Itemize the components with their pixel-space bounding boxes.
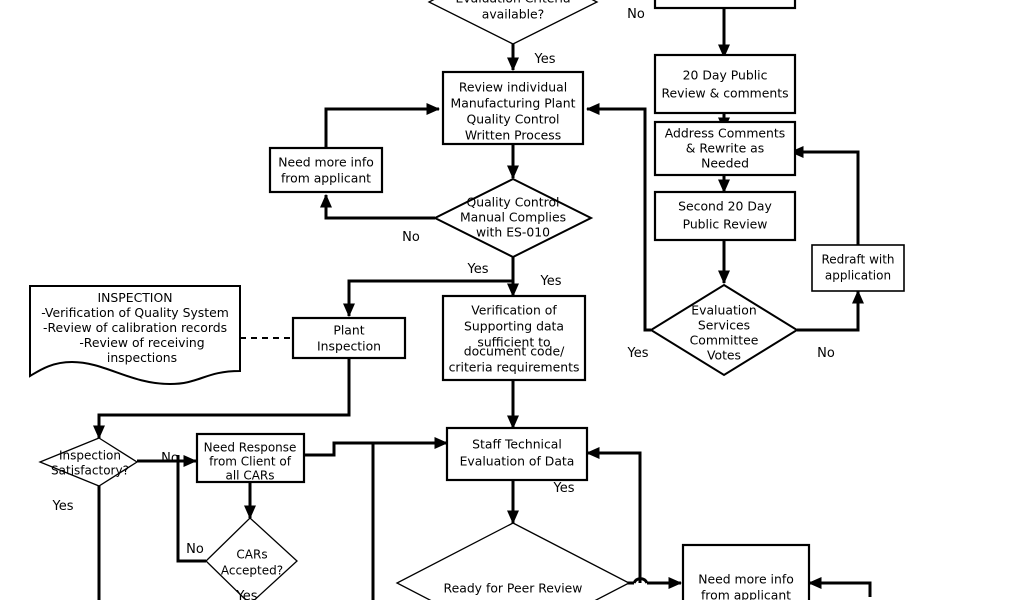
node-need-more-info-1: Need more info from applicant — [268, 146, 384, 194]
node-verification-line-0: Verification of — [471, 303, 557, 318]
edge-line-jump-bottom — [632, 577, 649, 584]
node-evaluation-criteria-line-1: available? — [482, 7, 545, 22]
node-plant-inspection-line-1: Inspection — [317, 339, 381, 354]
node-need-response-line-1: from Client of — [209, 455, 292, 469]
edge-right-loop-to-needinfo2 — [807, 576, 872, 597]
node-public-review-20: 20 Day Public Review & comments — [653, 53, 797, 115]
node-qc-manual-line-2: with ES-010 — [476, 225, 550, 240]
node-inspection-satisfactory-line-0: Inspection — [59, 449, 121, 463]
node-qc-manual-complies: Quality Control Manual Complies with ES-… — [432, 177, 594, 259]
node-need-more-info-2-line-1: from applicant — [701, 588, 791, 600]
edge-need-response-to-staff-eval — [304, 436, 449, 457]
edge-plant-inspection-to-satisfactory — [92, 357, 351, 440]
node-review-individual-line-2: Quality Control — [466, 112, 559, 127]
edge-label-criteria-yes: Yes — [534, 52, 556, 67]
node-top-right-partial — [653, 0, 797, 10]
node-second-public-review-line-1: Public Review — [683, 217, 768, 232]
node-need-more-info-2-line-0: Need more info — [698, 572, 794, 587]
node-review-individual-line-0: Review individual — [459, 80, 567, 95]
node-address-comments-line-1: & Rewrite as — [686, 141, 764, 156]
node-need-more-info-1-line-1: from applicant — [281, 171, 371, 186]
node-cars-accepted-line-1: Accepted? — [221, 564, 283, 578]
edge-qc-no-to-needinfo — [319, 193, 435, 220]
node-verification-line-2: sufficient to — [477, 335, 550, 350]
node-public-review-20-line-1: Review & comments — [661, 86, 788, 101]
node-verification-line-3: document code/ — [464, 344, 565, 359]
node-need-more-info-2: Need more info from applicant — [681, 543, 811, 600]
edge-label-esc-yes: Yes — [627, 346, 649, 361]
node-verification-line-4: criteria requirements — [449, 360, 580, 375]
edge-esc-yes-to-review — [585, 102, 651, 332]
node-need-response-line-0: Need Response — [204, 441, 297, 455]
edge-label-staff-yes: Yes — [553, 481, 575, 496]
node-review-individual-line-1: Manufacturing Plant — [451, 96, 576, 111]
node-inspection-note-line-1: -Verification of Quality System — [41, 305, 229, 320]
node-address-comments: Address Comments & Rewrite as Needed — [653, 120, 797, 177]
node-address-comments-line-0: Address Comments — [665, 126, 785, 141]
node-esc-votes-line-1: Services — [698, 318, 750, 333]
node-inspection-note-line-3: -Review of receiving — [79, 335, 204, 350]
node-evaluation-criteria-line-0: Evaluation Criteria — [455, 0, 570, 6]
node-plant-inspection-line-0: Plant — [333, 323, 364, 338]
edge-label-criteria-no: No — [627, 7, 645, 22]
node-esc-votes-line-3: Votes — [707, 348, 741, 363]
node-cars-accepted: CARs Accepted? — [205, 517, 298, 600]
edge-label-esc-no: No — [817, 346, 835, 361]
edge-needinfo2-to-staff-eval — [585, 446, 642, 583]
node-inspection-note-line-0: INSPECTION — [98, 290, 173, 305]
edge-esc-no-to-redraft — [797, 289, 865, 332]
node-evaluation-criteria: Evaluation Criteria available? — [427, 0, 599, 45]
node-redraft-line-0: Redraft with — [821, 253, 894, 267]
edge-redraft-to-address — [789, 145, 860, 245]
node-esc-votes-line-2: Committee — [690, 333, 759, 348]
node-verification-line-1: Supporting data — [464, 319, 564, 334]
node-need-response-cars: Need Response from Client of all CARs — [195, 432, 306, 484]
node-inspection-note-line-4: inspections — [107, 350, 177, 365]
node-staff-eval-line-1: Evaluation of Data — [460, 454, 575, 469]
edge-label-cars-no: No — [186, 542, 204, 557]
edge-label-qc-yes-right: Yes — [540, 274, 562, 289]
node-need-response-line-2: all CARs — [225, 469, 274, 483]
node-need-more-info-1-line-0: Need more info — [278, 155, 374, 170]
node-qc-manual-line-0: Quality Control — [466, 195, 559, 210]
node-staff-eval-line-0: Staff Technical — [472, 437, 562, 452]
node-inspection-satisfactory: Inspection Satisfactory? — [38, 437, 139, 487]
node-ready-peer-review-line-0: Ready for Peer Review — [444, 581, 583, 596]
node-inspection-note: INSPECTION -Verification of Quality Syst… — [29, 285, 241, 386]
edge-label-cars-yes: Yes — [236, 589, 258, 600]
node-esc-votes-line-0: Evaluation — [691, 303, 756, 318]
node-verification-support: Verification of Supporting data sufficie… — [441, 294, 587, 382]
node-second-public-review-line-0: Second 20 Day — [678, 199, 772, 214]
edge-label-inspection-no: No — [161, 451, 179, 466]
edge-needinfo-to-review — [324, 102, 441, 148]
node-redraft-application: Redraft with application — [811, 244, 905, 292]
node-inspection-note-line-2: -Review of calibration records — [43, 320, 227, 335]
node-plant-inspection: Plant Inspection — [291, 316, 407, 360]
edge-qc-yes-to-plant-inspection — [342, 279, 513, 318]
node-second-public-review: Second 20 Day Public Review — [653, 190, 797, 242]
edge-label-qc-no: No — [402, 230, 420, 245]
node-public-review-20-line-0: 20 Day Public — [683, 68, 768, 83]
node-qc-manual-line-1: Manual Complies — [460, 210, 566, 225]
node-ready-peer-review: Ready for Peer Review — [395, 522, 631, 600]
node-esc-votes: Evaluation Services Committee Votes — [649, 283, 799, 377]
edge-label-qc-yes-left: Yes — [467, 262, 489, 277]
node-staff-technical-eval: Staff Technical Evaluation of Data — [445, 426, 589, 482]
node-inspection-satisfactory-line-1: Satisfactory? — [51, 464, 129, 478]
node-review-individual-line-3: Written Process — [465, 128, 561, 143]
node-redraft-line-1: application — [825, 269, 891, 283]
node-review-individual: Review individual Manufacturing Plant Qu… — [441, 70, 585, 146]
node-cars-accepted-line-0: CARs — [236, 548, 267, 562]
edge-cars-no-loop — [176, 455, 206, 563]
node-address-comments-line-2: Needed — [701, 156, 749, 171]
edge-label-inspection-yes: Yes — [52, 499, 74, 514]
